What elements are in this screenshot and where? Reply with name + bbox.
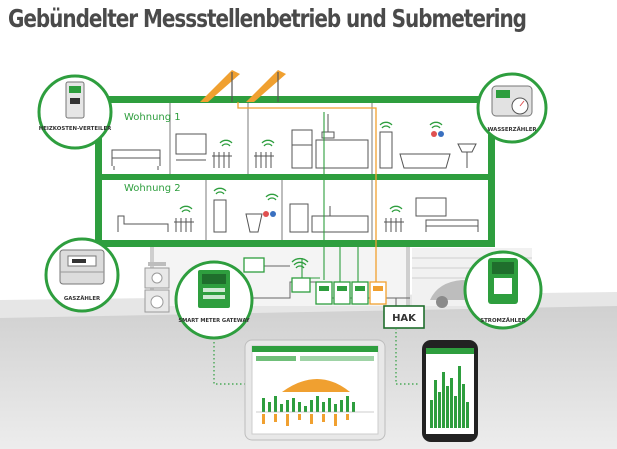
tablet — [244, 339, 386, 441]
kitchen — [315, 139, 369, 169]
kitchen-2 — [311, 215, 369, 233]
room-dividers — [169, 103, 373, 240]
electricity-meter-badge: STROMZÄHLER — [463, 250, 543, 330]
bathtub — [399, 153, 451, 169]
wifi-icons — [179, 121, 443, 269]
toilet — [245, 213, 263, 233]
page-title: Gebündelter Messstellenbetrieb und Subme… — [8, 4, 527, 33]
water-meter-dots — [263, 131, 444, 217]
water-meter-label: WASSERZÄHLER — [487, 126, 537, 133]
stove — [289, 203, 309, 233]
bed — [117, 215, 169, 232]
house-frame — [95, 96, 495, 247]
apartment-1-furniture — [111, 114, 477, 170]
smart-meter-gateway-badge: SMART METER GATEWAY — [174, 260, 254, 340]
towel-radiator — [379, 131, 393, 169]
floor-label-lower: Wohnung 2 — [124, 183, 181, 194]
sink — [457, 143, 477, 168]
sofa-2 — [425, 219, 479, 232]
radiator-3 — [174, 218, 194, 232]
gas-meter-icon — [59, 249, 105, 285]
smart-meter-gateway-label: SMART METER GATEWAY — [178, 318, 250, 324]
radiator-4 — [384, 218, 404, 232]
sofa — [111, 149, 161, 170]
heat-cost-allocator-badge: HEIZKOSTEN-VERTEILER — [37, 74, 113, 150]
tv-2 — [415, 197, 447, 217]
gas-meter-label: GASZÄHLER — [64, 295, 101, 302]
smartphone — [422, 340, 478, 442]
towel-radiator-2 — [213, 199, 227, 233]
solar-curve — [282, 379, 350, 392]
water-meter-badge: WASSERZÄHLER — [476, 72, 548, 144]
radiator-2 — [254, 152, 274, 168]
hak-box: HAK — [383, 305, 425, 329]
hak-label: HAK — [392, 313, 417, 324]
radiator — [212, 152, 232, 168]
meter-cabinet — [243, 257, 387, 305]
dotted-connections — [213, 328, 420, 385]
solar-panels — [200, 70, 286, 102]
electricity-meter-label: STROMZÄHLER — [480, 317, 526, 324]
power-lines — [237, 102, 377, 290]
fridge — [291, 129, 313, 169]
apartment-2-furniture — [117, 197, 479, 233]
gas-meter-badge: GASZÄHLER — [44, 237, 120, 313]
heat-cost-allocator-label: HEIZKOSTEN-VERTEILER — [39, 126, 112, 132]
tv — [175, 133, 207, 155]
floor-label-upper: Wohnung 1 — [124, 112, 181, 123]
